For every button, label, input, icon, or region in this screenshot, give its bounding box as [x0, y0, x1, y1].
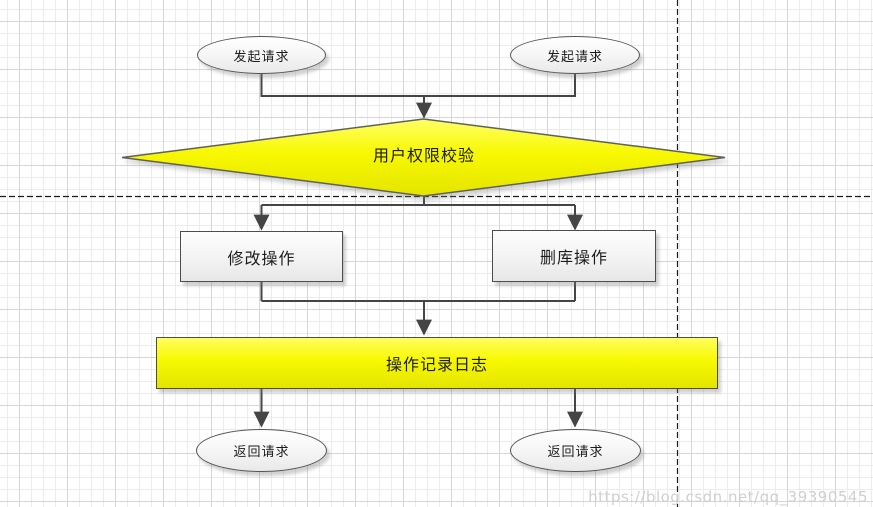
start-node-right-label: 发起请求: [546, 49, 603, 65]
start-node-right: 发起请求: [510, 36, 640, 74]
end-node-left: 返回请求: [196, 429, 327, 472]
end-node-left-label: 返回请求: [233, 445, 290, 460]
process-node-delete-label: 删库操作: [539, 248, 608, 267]
decision-diamond: [121, 118, 726, 197]
start-node-left: 发起请求: [197, 36, 326, 74]
start-node-left-label: 发起请求: [233, 49, 290, 65]
end-node-right: 返回请求: [510, 429, 641, 472]
connector-starts-merge: [260, 74, 576, 97]
end-node-right-label: 返回请求: [547, 445, 604, 460]
log-bar-node: 操作记录日志: [156, 337, 718, 389]
csdn-watermark: https://blog.csdn.net/qq_39390545: [588, 488, 868, 506]
process-node-modify: 修改操作: [180, 231, 343, 282]
decision-node-label: 用户权限校验: [372, 146, 475, 165]
process-node-modify-label: 修改操作: [227, 248, 296, 268]
process-node-delete: 删库操作: [492, 230, 656, 282]
log-bar-node-label: 操作记录日志: [385, 355, 488, 374]
